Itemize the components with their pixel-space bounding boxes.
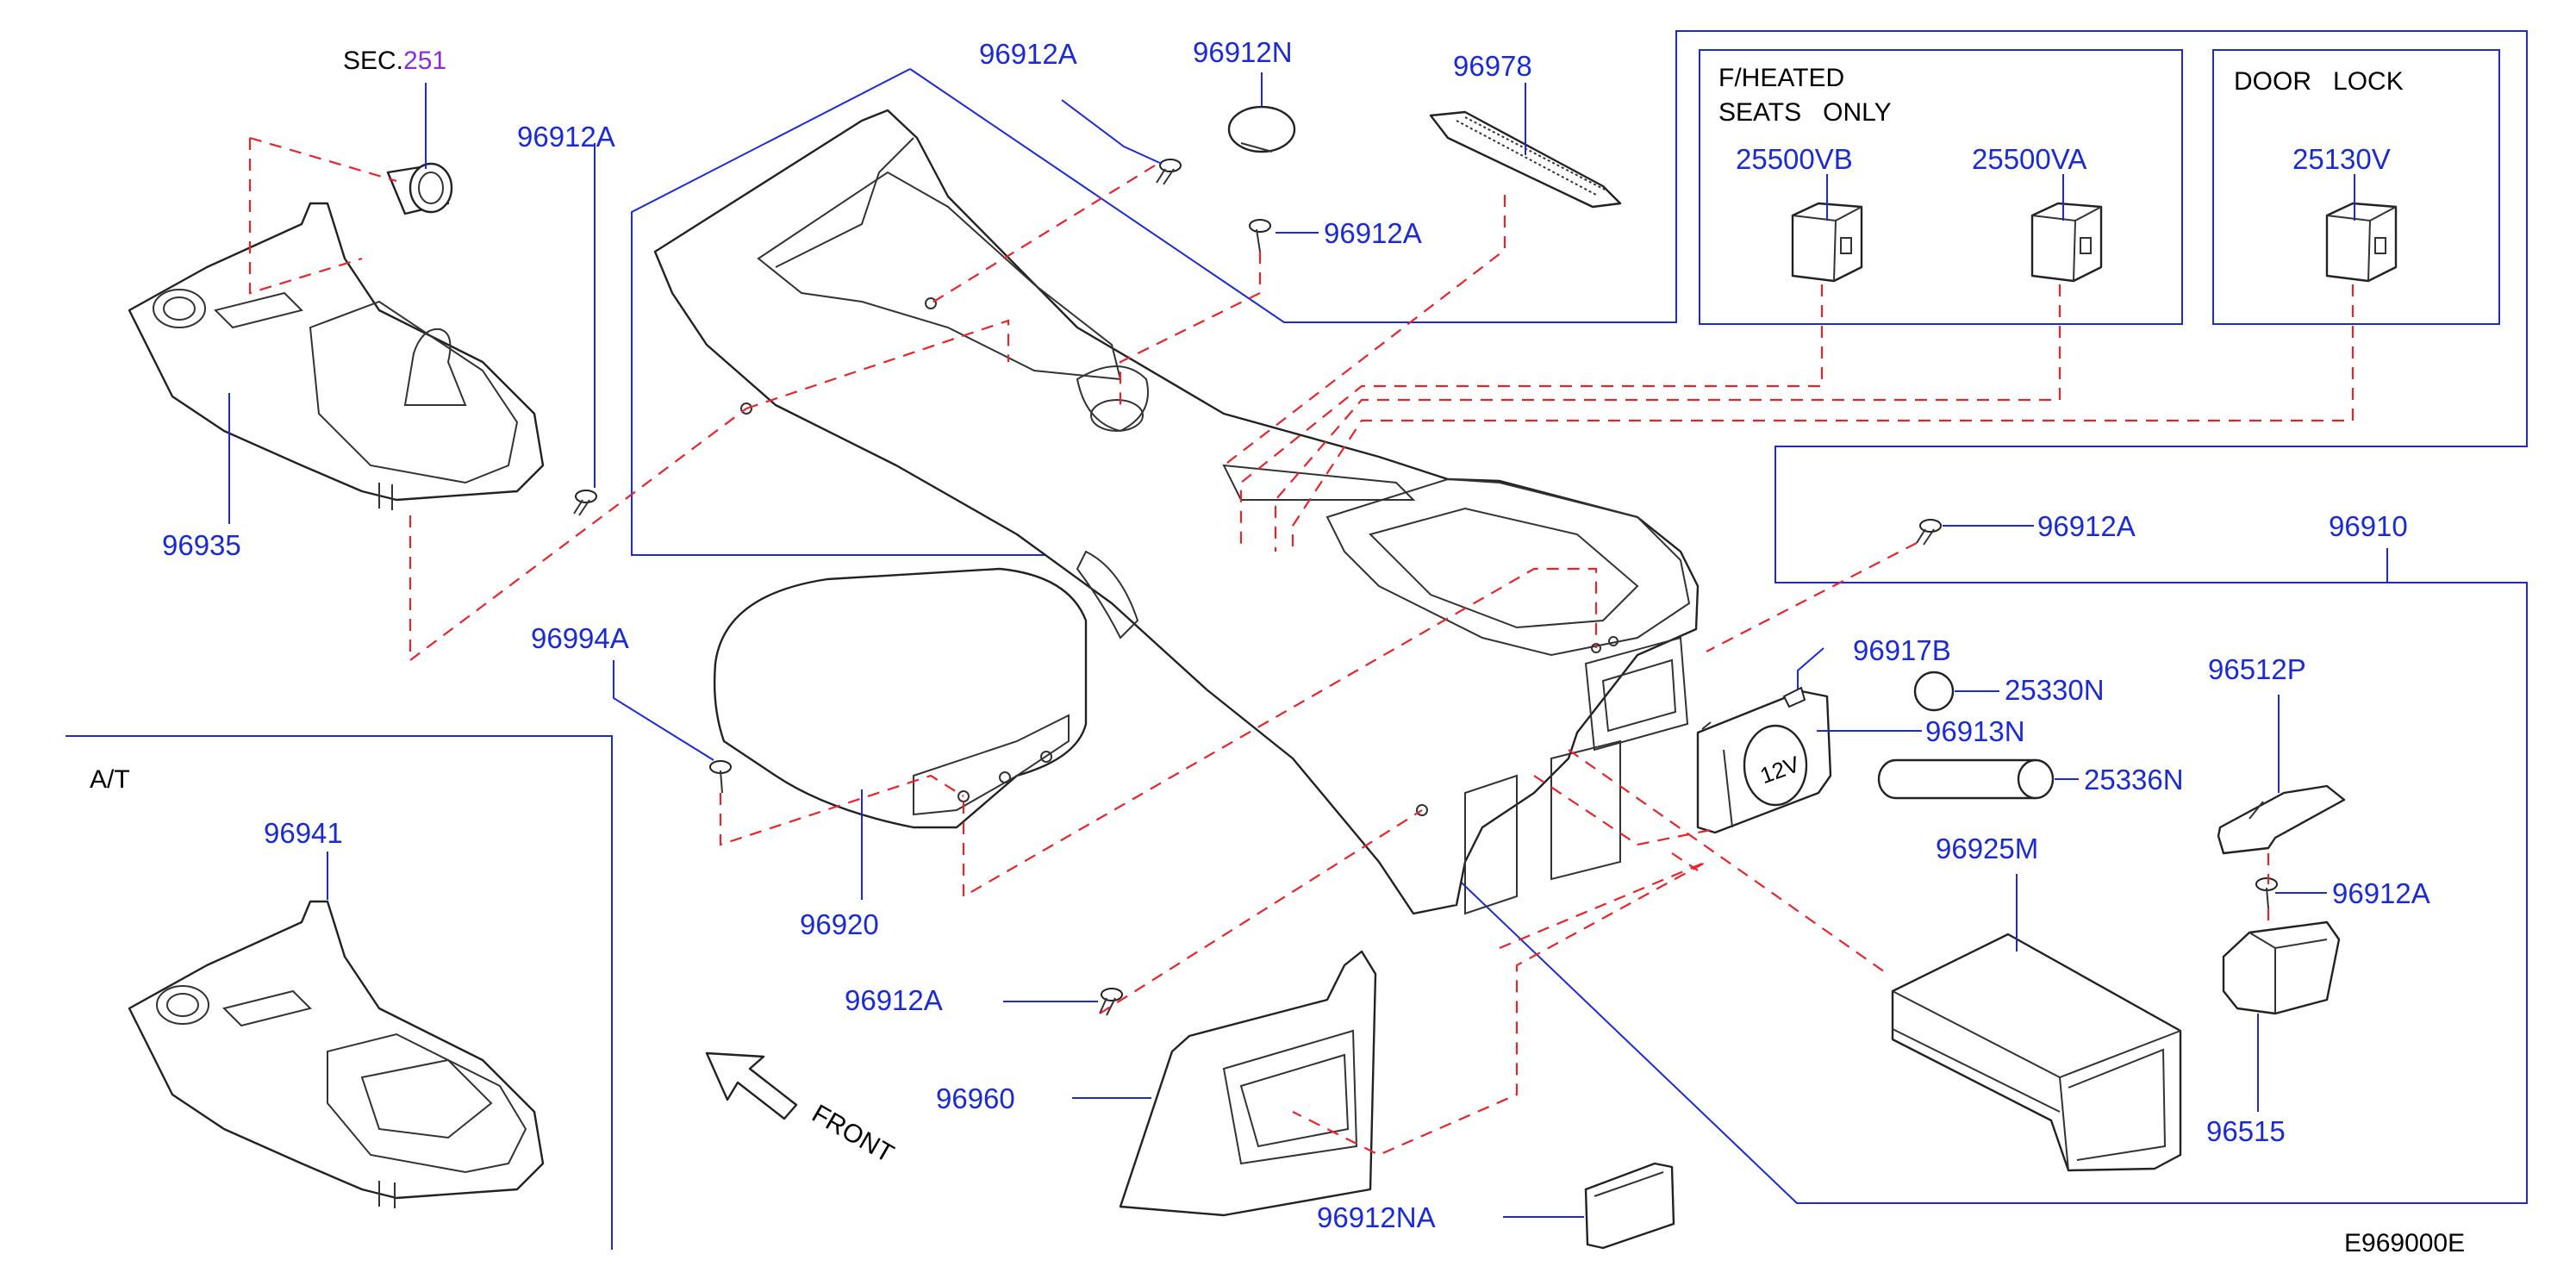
label-at: A/T: [90, 765, 130, 794]
label-96912A-left: 96912A: [517, 121, 615, 153]
armrest-lid-96920: [713, 567, 1088, 829]
diagram-code: E969000E: [2344, 1229, 2465, 1257]
cap-96912N: [1227, 105, 1296, 153]
label-25500VA: 25500VA: [1972, 143, 2086, 175]
label-96935: 96935: [162, 529, 241, 561]
clip-96917B: [1782, 686, 1806, 708]
switch-25130V: [2325, 202, 2398, 283]
label-96912A-top: 96912A: [979, 38, 1077, 70]
switch-96515: [2222, 920, 2341, 1015]
label-96912A-bottom: 96912A: [845, 984, 943, 1016]
switch-25500VA: [2030, 202, 2103, 283]
label-96920: 96920: [800, 908, 879, 940]
switch-panel-96913N: 12V: [1696, 689, 1832, 834]
front-finisher-96960: [1119, 950, 1377, 1217]
mat-96978: [1429, 110, 1622, 209]
plug-25330N: [1913, 671, 1955, 712]
label-25330N: 25330N: [2005, 674, 2105, 706]
box-heated-title-line1: F/HEATED: [1718, 64, 1844, 92]
label-96994A: 96994A: [531, 622, 629, 654]
tube-25336N: [1877, 758, 2055, 800]
shifter-finisher-96935: [128, 202, 545, 510]
front-arrow-icon: [705, 1051, 798, 1120]
cap-96912NA: [1584, 1162, 1675, 1250]
label-96910: 96910: [2329, 510, 2408, 542]
part-labels: SEC.251 96935 96912A 96912A 96912N 96912…: [90, 36, 2465, 1257]
screw-96912A-lower-right: [2255, 877, 2278, 909]
label-96912A-lower-right: 96912A: [2332, 877, 2430, 909]
box-heated-title-line2: SEATS ONLY: [1718, 98, 1892, 127]
screw-96912A-bottom: [1099, 988, 1123, 1016]
switch-25500VB: [1791, 202, 1863, 283]
label-25500VB: 25500VB: [1736, 143, 1853, 175]
center-console: [653, 109, 1700, 915]
label-25130V: 25130V: [2292, 143, 2391, 175]
label-96925M: 96925M: [1936, 833, 2038, 864]
label-96912NA: 96912NA: [1317, 1201, 1436, 1233]
assembly-dashed-lines: [248, 136, 2355, 1157]
label-96515: 96515: [2206, 1115, 2286, 1147]
label-96912N: 96912N: [1193, 36, 1293, 68]
assembly-frames: [65, 30, 2528, 1250]
label-25336N: 25336N: [2084, 764, 2184, 795]
box-door-lock-title: DOOR LOCK: [2234, 67, 2404, 96]
screws: [573, 159, 2278, 1016]
label-sec: SEC.251: [343, 47, 446, 75]
pocket-96925M: [1891, 933, 2182, 1172]
bracket-96512P: [2217, 784, 2346, 855]
screw-96912A-left: [573, 490, 597, 516]
screw-96912A-right: [1916, 519, 1942, 546]
label-96913N: 96913N: [1925, 715, 2025, 747]
screw-96994A: [709, 760, 732, 794]
lighter-socket: [386, 162, 453, 215]
at-finisher-96941: [128, 900, 545, 1208]
label-96978: 96978: [1453, 50, 1532, 82]
label-sec-prefix: SEC.: [343, 47, 403, 75]
leader-lines: [228, 72, 2388, 1218]
label-sec-number: 251: [403, 47, 446, 75]
label-96917B: 96917B: [1853, 634, 1951, 666]
label-96912A-mid: 96912A: [1324, 217, 1422, 249]
screw-96912A-top: [1156, 159, 1182, 185]
label-96912A-right: 96912A: [2037, 510, 2136, 542]
label-96512P: 96512P: [2208, 653, 2306, 685]
screw-96912A-mid: [1249, 219, 1271, 253]
label-front: FRONT: [808, 1099, 899, 1168]
label-96960: 96960: [936, 1082, 1015, 1114]
label-96941: 96941: [264, 817, 343, 849]
